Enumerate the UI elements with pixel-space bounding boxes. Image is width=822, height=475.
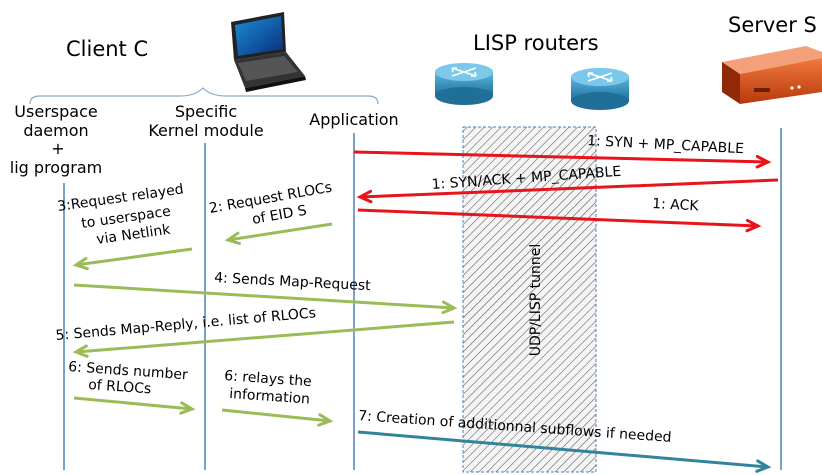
server-icon	[722, 46, 822, 104]
routers-title: LISP routers	[473, 31, 599, 55]
client-title: Client C	[66, 37, 148, 61]
arrow-syn-head	[755, 155, 772, 169]
arrow-sends-number	[73, 396, 193, 411]
client-brace	[29, 87, 379, 105]
userspace-label-4: lig program	[10, 158, 102, 177]
msg-syn-label: 1: SYN + MP_CAPABLE	[587, 133, 744, 157]
kernel-label-1: Specific	[175, 102, 237, 121]
msg-map-reply-label: 5: Sends Map-Reply, i.e. list of RLOCs	[55, 305, 317, 344]
arrow-relays-info	[221, 408, 331, 423]
arrow-synack	[359, 178, 779, 199]
userspace-label-2: daemon	[23, 121, 88, 140]
application-label: Application	[309, 110, 398, 129]
msg-relays-info-label-2: information	[229, 386, 311, 408]
msg-map-request-label: 4: Sends Map-Request	[214, 270, 372, 294]
msg-relays-info-label-1: 6: relays the	[224, 368, 313, 390]
msg-ack-label: 1: ACK	[652, 196, 700, 214]
userspace-label-3: +	[51, 139, 64, 158]
server-title: Server S	[728, 13, 817, 37]
arrow-ack	[357, 208, 759, 228]
arrow-ack-head	[745, 218, 762, 233]
router-icon	[571, 68, 629, 110]
userspace-label-1: Userspace	[14, 102, 97, 121]
arrow-subflows-head	[755, 459, 772, 473]
kernel-label-2: Kernel module	[148, 121, 263, 140]
arrow-map-reply	[75, 320, 455, 354]
arrow-map-request-head	[441, 300, 458, 315]
tunnel-label: UDP/LISP tunnel	[528, 244, 544, 357]
arrow-request-rlocs-head	[224, 231, 241, 245]
udp-lisp-tunnel	[462, 126, 597, 473]
arrow-relayed	[75, 247, 193, 267]
arrow-syn	[353, 150, 769, 164]
laptop-icon	[231, 12, 306, 92]
router-icon	[435, 63, 493, 105]
arrow-relayed-head	[72, 256, 89, 271]
arrow-subflows	[357, 430, 769, 469]
arrow-map-reply-head	[72, 344, 89, 358]
arrow-relays-info-head	[317, 413, 334, 427]
arrow-request-rlocs	[227, 222, 333, 242]
arrow-sends-number-head	[179, 401, 196, 415]
arrow-map-request	[73, 283, 455, 310]
arrow-synack-head	[356, 189, 373, 204]
msg-sends-number-label-2: of RLOCs	[88, 377, 152, 397]
message-arrows	[72, 150, 779, 473]
